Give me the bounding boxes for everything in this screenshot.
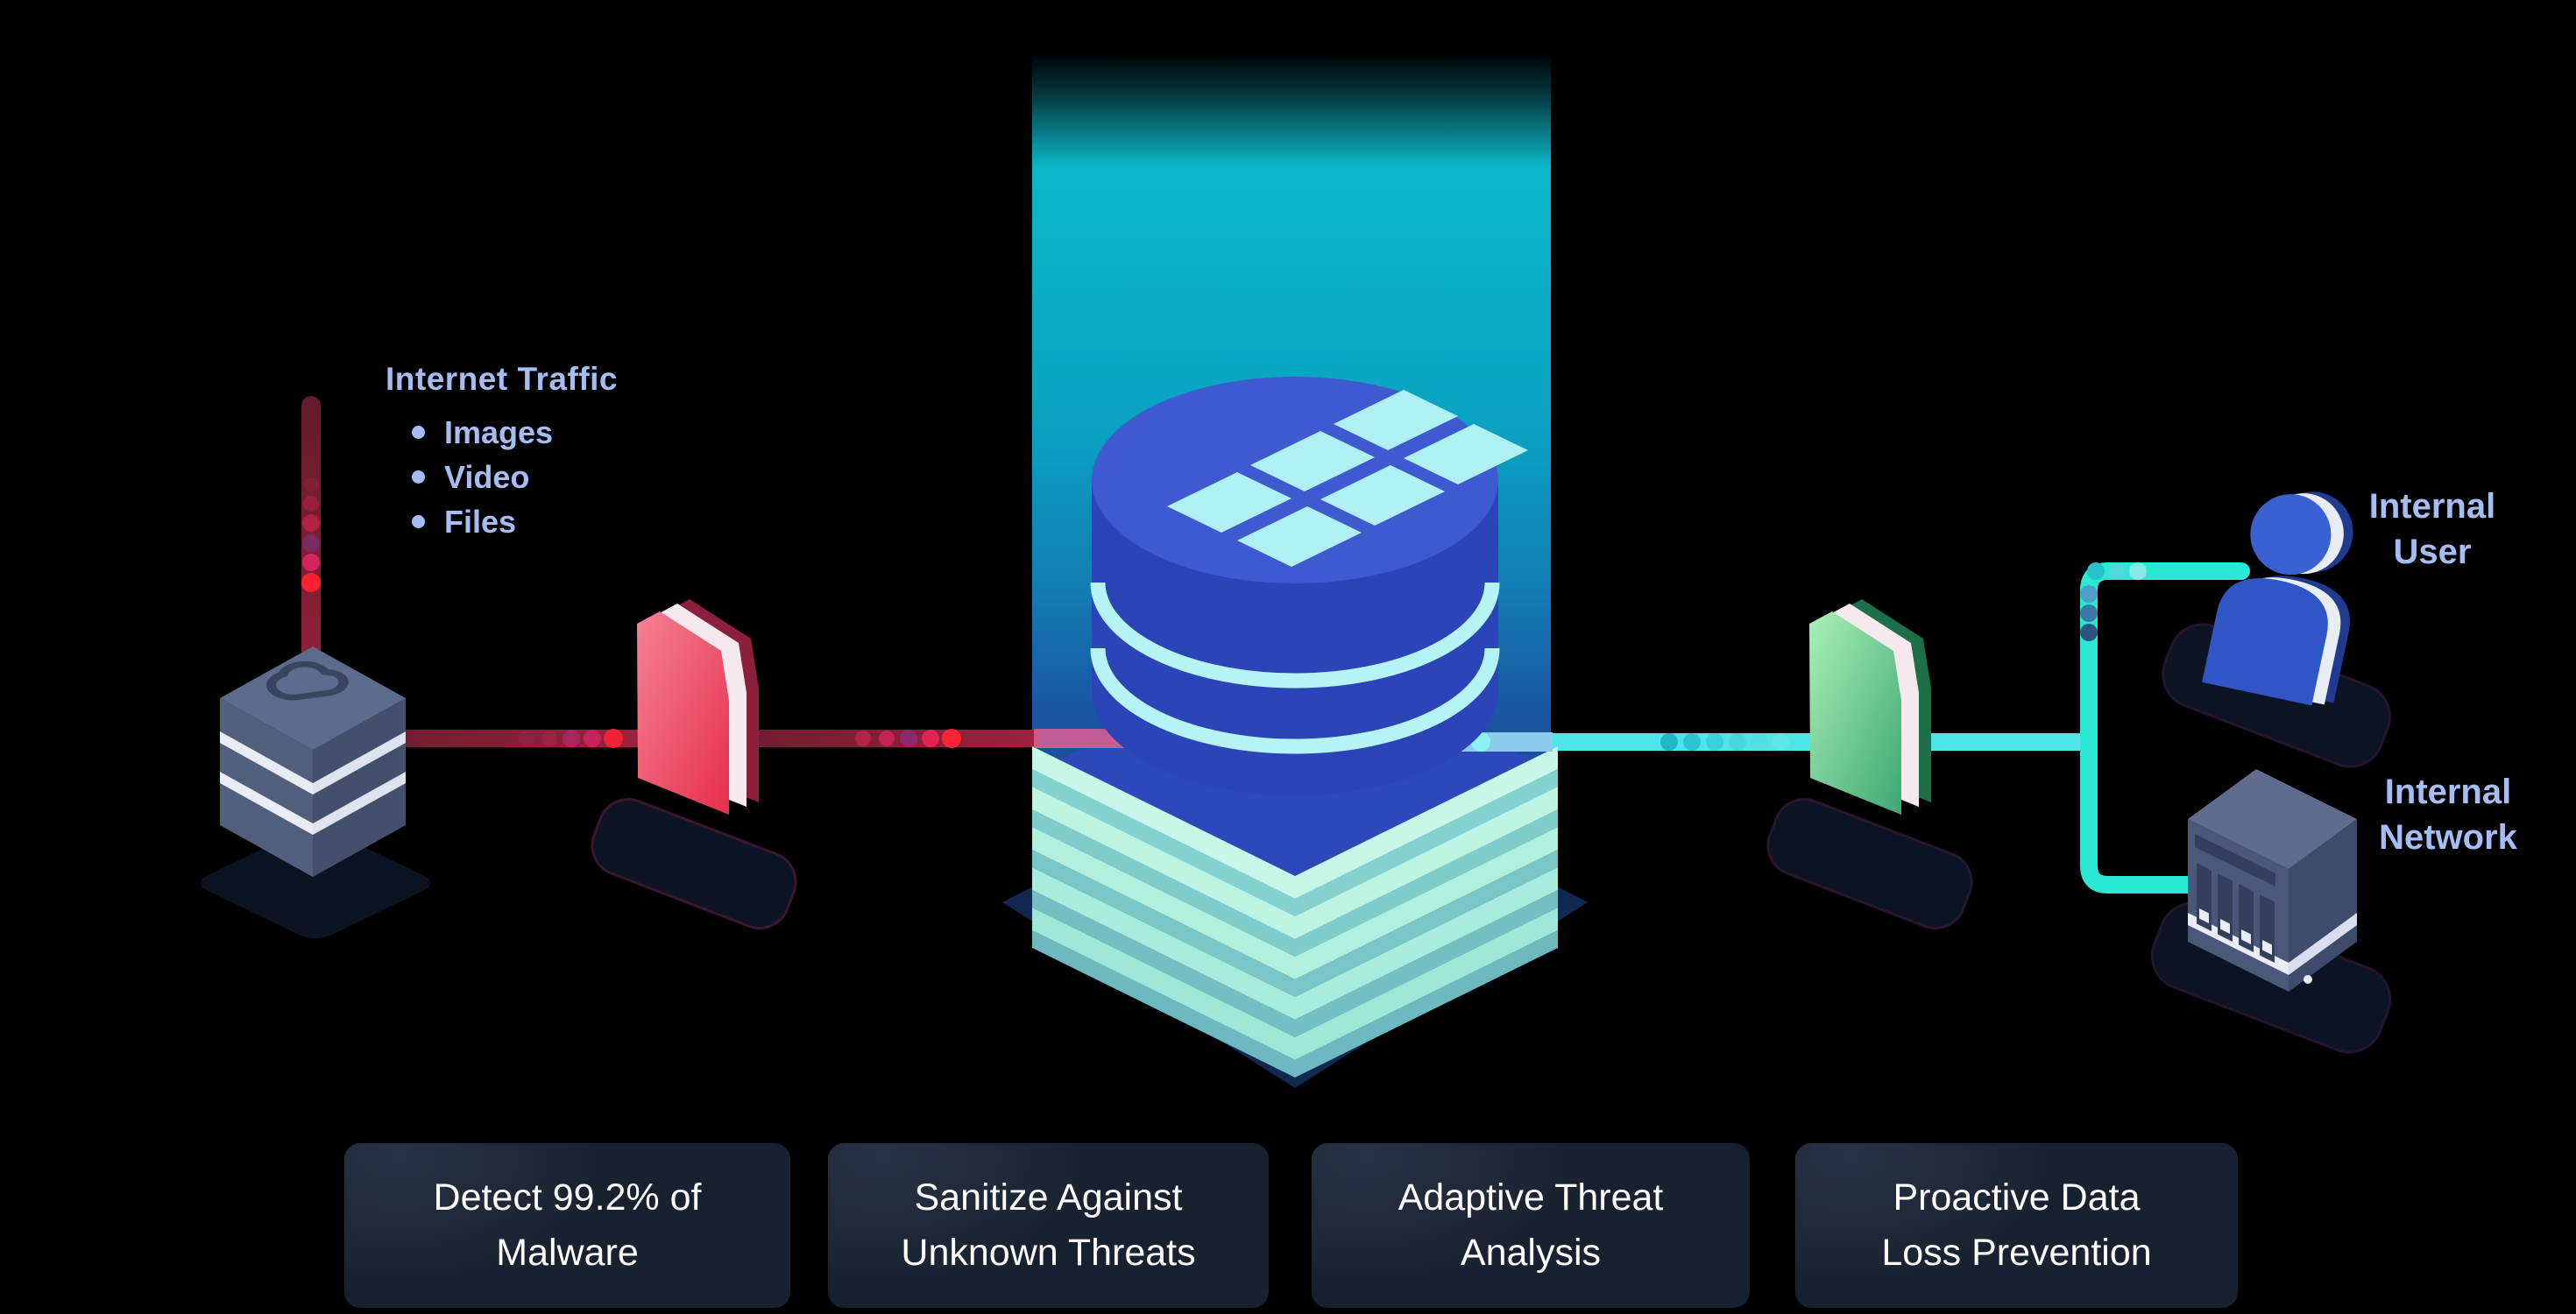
firewall-panel-green (1809, 599, 1931, 815)
internet-traffic-title: Internet Traffic (386, 361, 618, 397)
list-item: Files (412, 499, 618, 544)
feature-card-label: Adaptive Threat Analysis (1398, 1176, 1664, 1274)
green-panel-shadow (1766, 798, 1973, 929)
feature-card-label: Sanitize Against Unknown Threats (901, 1176, 1196, 1274)
database-tile-grid-icon (1167, 390, 1528, 567)
database-cylinder (1090, 377, 1528, 795)
bullet-icon (412, 426, 425, 439)
feature-card-data-loss-prevention: Proactive Data Loss Prevention (1795, 1143, 2238, 1308)
feature-card-adaptive-analysis: Adaptive Threat Analysis (1312, 1143, 1750, 1308)
red-panel-shadow (591, 798, 797, 929)
bullet-icon (412, 470, 425, 484)
list-item-label: Video (444, 458, 530, 495)
red-traffic-vertical-line (301, 396, 321, 663)
feature-card-label: Proactive Data Loss Prevention (1881, 1176, 2152, 1274)
feature-card-label: Detect 99.2% of Malware (433, 1176, 702, 1274)
internal-network-label: Internal Network (2325, 769, 2571, 860)
list-item: Images (412, 410, 618, 455)
internal-network-label-line1: Internal (2384, 773, 2512, 811)
red-traffic-line-1 (394, 729, 648, 748)
internet-traffic-block: Internet Traffic Images Video Files (386, 361, 618, 544)
nas-server-icon (2188, 769, 2357, 992)
internal-network-label-line2: Network (2379, 818, 2517, 857)
list-item: Video (412, 455, 618, 499)
internal-branch-line (2080, 562, 2250, 894)
cloud-icon (266, 661, 349, 701)
internal-user-label-line2: User (2393, 533, 2472, 571)
internal-user-label-line1: Internal (2368, 487, 2496, 526)
list-item-label: Images (444, 413, 554, 450)
list-item-label: Files (444, 503, 517, 540)
internet-traffic-list: Images Video Files (386, 410, 618, 544)
internal-user-label: Internal User (2310, 484, 2555, 575)
cloud-server-shadow (200, 827, 431, 939)
firewall-panel-red (637, 599, 759, 815)
feature-card-detect-malware: Detect 99.2% of Malware (344, 1143, 790, 1308)
red-traffic-line-2 (754, 729, 1038, 748)
feature-card-sanitize-threats: Sanitize Against Unknown Threats (828, 1143, 1269, 1308)
cloud-server-icon (220, 646, 406, 877)
bullet-icon (412, 515, 425, 528)
person-icon (2202, 491, 2353, 706)
